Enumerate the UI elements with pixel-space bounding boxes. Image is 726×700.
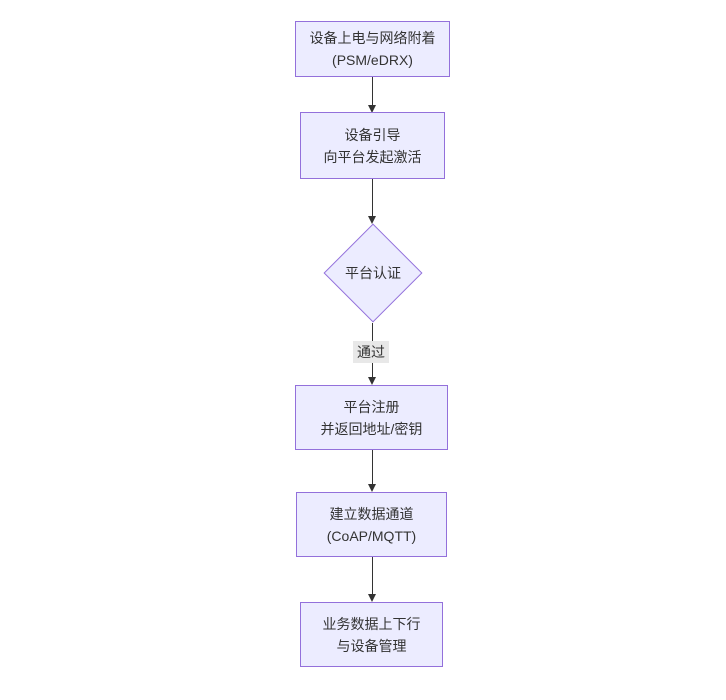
node-line: (CoAP/MQTT) — [326, 527, 417, 544]
node-line: 设备上电与网络附着 — [309, 30, 436, 46]
edge-label-pass: 通过 — [353, 341, 389, 363]
node-bootstrap: 设备引导 向平台发起激活 — [300, 112, 445, 179]
node-line: 建立数据通道 — [329, 505, 414, 522]
arrow-power-to-bootstrap — [368, 77, 377, 113]
arrow-bootstrap-to-auth — [368, 179, 377, 224]
node-line: 与设备管理 — [336, 637, 407, 654]
node-line: 并返回地址/密钥 — [320, 420, 423, 437]
node-line: (PSM/eDRX) — [332, 52, 413, 68]
node-line: 设备引导 — [344, 126, 401, 143]
node-line: 平台注册 — [343, 398, 400, 415]
arrow-register-to-channel — [368, 450, 377, 492]
node-power-attach: 设备上电与网络附着 (PSM/eDRX) — [295, 21, 450, 77]
node-platform-register: 平台注册 并返回地址/密钥 — [295, 385, 448, 450]
node-data-channel: 建立数据通道 (CoAP/MQTT) — [296, 492, 447, 557]
decision-platform-auth: 平台认证 — [323, 223, 423, 323]
node-line: 业务数据上下行 — [322, 615, 421, 632]
node-business-data: 业务数据上下行 与设备管理 — [300, 602, 443, 667]
arrow-channel-to-business — [368, 557, 377, 602]
decision-label: 平台认证 — [345, 265, 401, 281]
node-line: 向平台发起激活 — [323, 148, 422, 165]
